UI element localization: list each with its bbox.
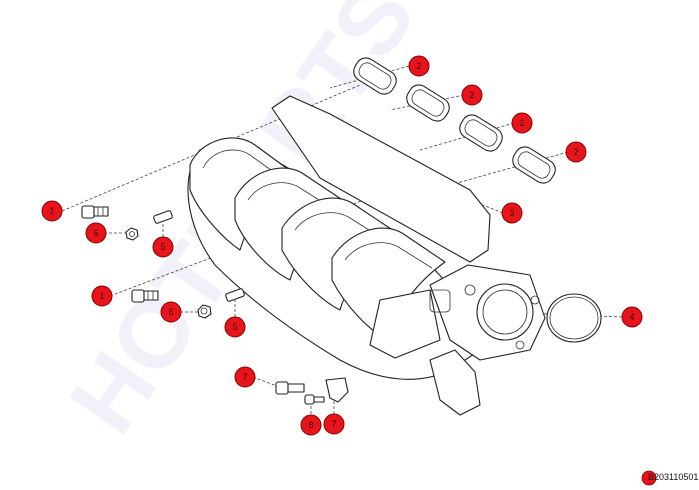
svg-text:2: 2 (469, 90, 474, 100)
callout-6-upper[interactable]: 6 (85, 222, 107, 244)
svg-text:7: 7 (331, 419, 336, 429)
svg-text:6: 6 (93, 228, 98, 238)
svg-text:1: 1 (49, 206, 54, 216)
nut-upper (125, 227, 139, 241)
callout-2-b[interactable]: 2 (461, 84, 483, 106)
callout-2-a[interactable]: 2 (408, 55, 430, 77)
callout-2-d[interactable]: 2 (565, 141, 587, 163)
callout-7-bracket[interactable]: 7 (323, 413, 345, 435)
svg-text:5: 5 (160, 242, 165, 252)
callout-6-lower[interactable]: 6 (160, 301, 182, 323)
svg-text:7: 7 (242, 372, 247, 382)
callout-7-bolt[interactable]: 7 (234, 366, 256, 388)
svg-text:2: 2 (519, 118, 524, 128)
callout-5-lower[interactable]: 5 (224, 316, 246, 338)
svg-text:5: 5 (232, 322, 237, 332)
bolt-lower (131, 289, 159, 303)
bolt-upper (81, 205, 109, 219)
svg-text:6: 6 (168, 307, 173, 317)
callout-4[interactable]: 4 (621, 306, 643, 328)
upper-gaskets (353, 57, 556, 184)
callout-1-upper[interactable]: 1 (41, 200, 63, 222)
callout-3[interactable]: 3 (501, 202, 523, 224)
stud-upper (153, 210, 173, 224)
bolt-bracket (275, 381, 305, 395)
code-marker-dot (641, 470, 657, 486)
svg-text:3: 3 (509, 208, 514, 218)
callout-8[interactable]: 8 (300, 414, 322, 436)
callout-5-upper[interactable]: 5 (152, 236, 174, 258)
svg-text:2: 2 (416, 61, 421, 71)
callout-2-c[interactable]: 2 (511, 112, 533, 134)
diagram-code: B203110501 (648, 472, 699, 482)
throttle-gasket (546, 293, 602, 343)
stud-lower (225, 288, 245, 302)
svg-text:2: 2 (573, 147, 578, 157)
svg-text:8: 8 (308, 420, 313, 430)
svg-text:4: 4 (629, 312, 634, 322)
nut-lower (197, 304, 212, 319)
bracket (325, 377, 349, 403)
bolt-small (304, 394, 325, 405)
callout-1-lower[interactable]: 1 (91, 285, 113, 307)
intake-manifold (187, 95, 546, 416)
svg-text:1: 1 (99, 291, 104, 301)
